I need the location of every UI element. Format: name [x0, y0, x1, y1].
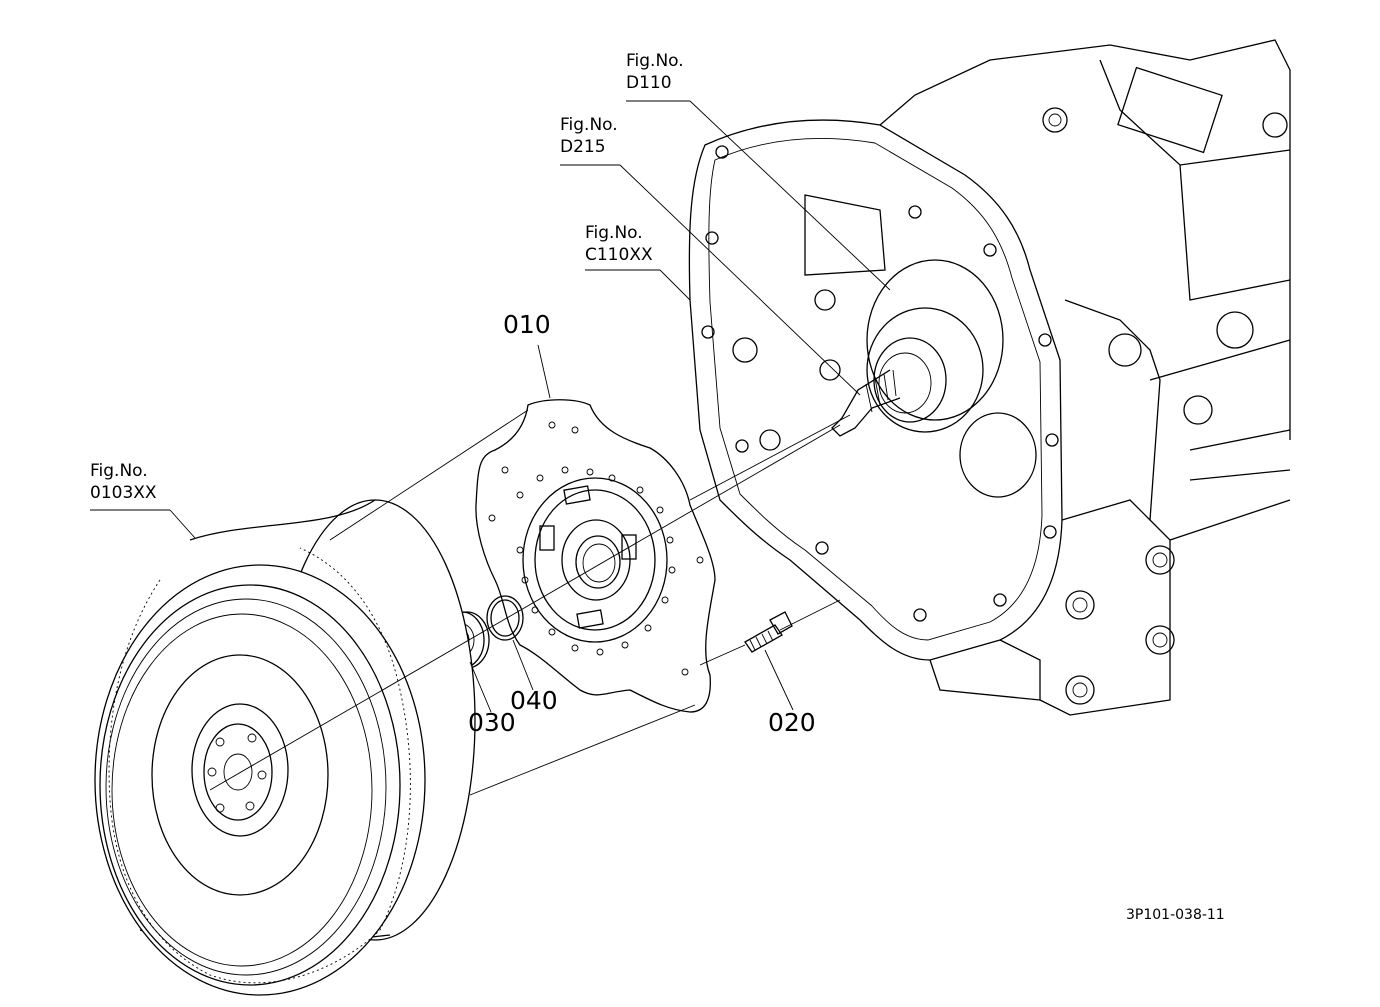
- callout-fig-c110xx: Fig.No. C110XX: [585, 222, 653, 266]
- part-label-010: 010: [503, 310, 551, 339]
- snap-ring: [486, 595, 524, 641]
- bolt: [744, 611, 793, 653]
- callout-fig-d215: Fig.No. D215: [560, 114, 618, 158]
- callout-line2: C110XX: [585, 245, 653, 265]
- callout-line1: Fig.No.: [560, 115, 618, 135]
- callout-line1: Fig.No.: [626, 51, 684, 71]
- part-label-020: 020: [768, 708, 816, 737]
- part-label-030: 030: [468, 708, 516, 737]
- clutch-disc: [475, 399, 716, 713]
- transmission-housing: [688, 39, 1291, 716]
- callout-line2: D110: [626, 73, 672, 93]
- callout-fig-d110: Fig.No. D110: [626, 50, 684, 94]
- callout-line2: D215: [560, 137, 606, 157]
- callout-line1: Fig.No.: [585, 223, 643, 243]
- leader-lines: [90, 100, 891, 713]
- flywheel: [94, 499, 476, 996]
- assembly-guide-lines: [209, 409, 851, 796]
- drawing-code: 3P101-038-11: [1126, 907, 1225, 923]
- part-label-040: 040: [510, 686, 558, 715]
- callout-line2: 0103XX: [90, 483, 157, 503]
- callout-fig-0103xx: Fig.No. 0103XX: [90, 460, 157, 504]
- callout-line1: Fig.No.: [90, 461, 148, 481]
